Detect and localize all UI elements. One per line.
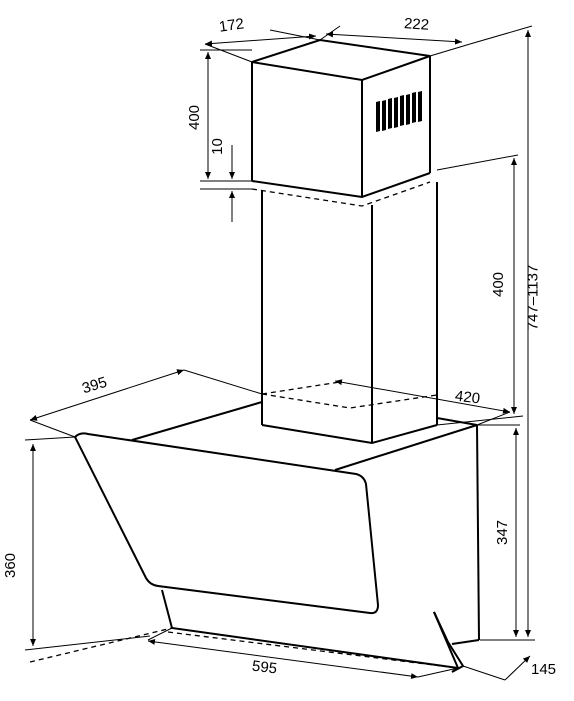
hidden-edges [29,181,459,669]
dimension-lines [24,25,535,681]
base-panel-upper [161,589,460,670]
upper-chimney-bottom [251,172,431,199]
vent-grille-icon [376,91,422,132]
hood-outline [73,38,480,673]
dim-glass-height: 360 [2,552,20,579]
glass-panel [73,432,380,615]
dim-total-height: 747–1137 [524,264,542,331]
dim-chimney-lower-height: 400 [490,271,508,298]
top-plate-left [131,401,263,441]
body-bottom-edge [451,639,480,645]
dim-base-depth: 145 [531,661,557,678]
lower-chimney-bottom [261,424,438,445]
dim-chimney-width: 222 [403,15,430,34]
body-right-edge [476,424,480,641]
top-plate-right [334,417,478,471]
dim-body-height: 347 [494,519,512,546]
upper-chimney-top [251,38,431,82]
base-panel-side [433,611,448,642]
dim-base-width: 595 [251,657,278,678]
dim-overlap: 10 [208,138,226,155]
dim-chimney-depth: 172 [217,15,246,36]
dim-chimney-upper-height: 400 [186,104,204,131]
dim-hood-top-width: 420 [454,387,481,408]
